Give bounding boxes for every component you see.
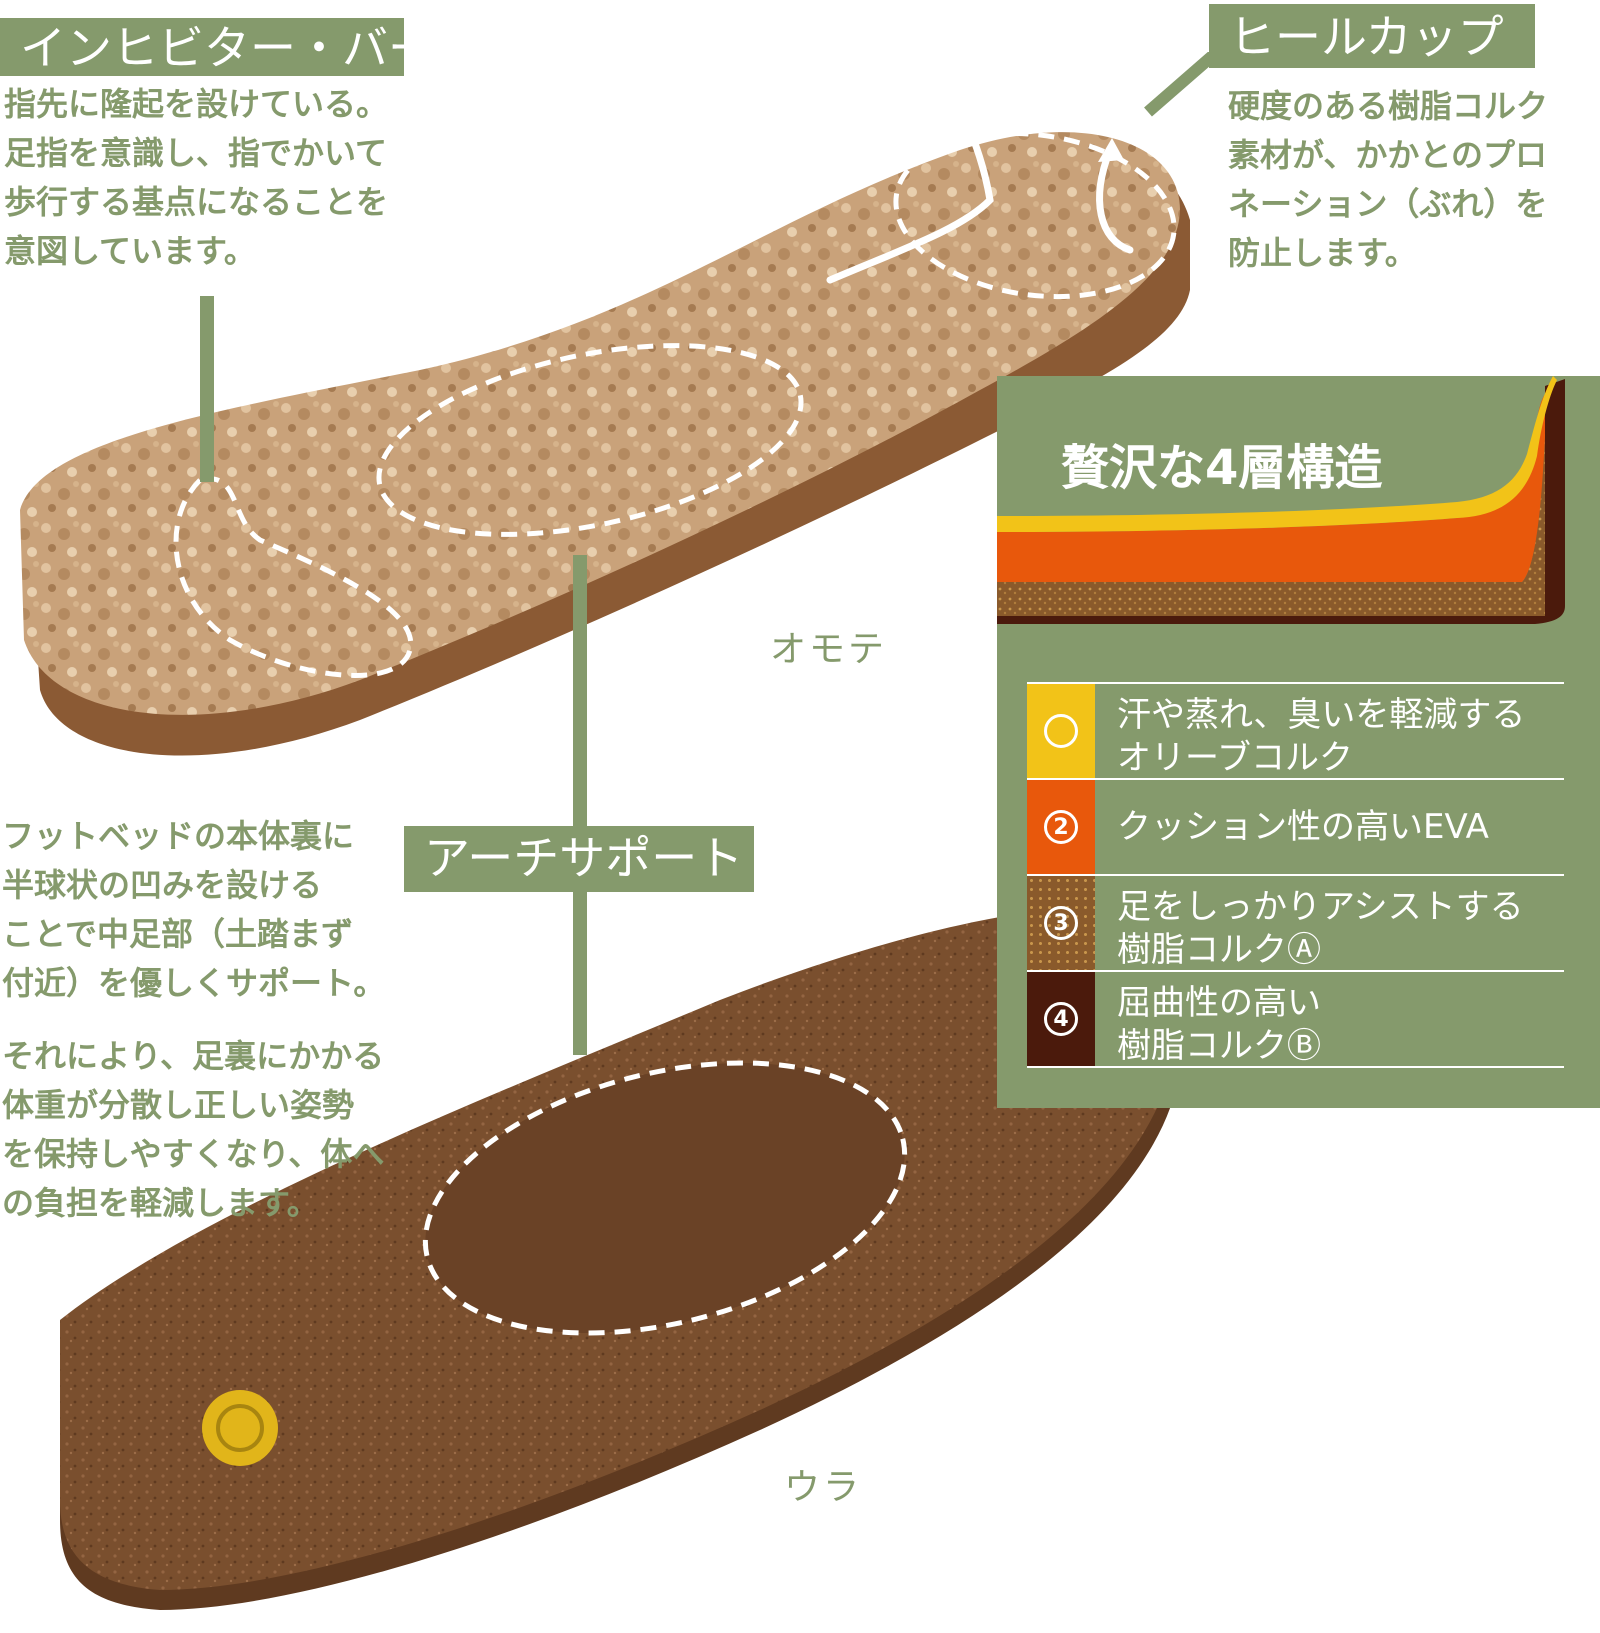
layer-2-swatch: 2: [1027, 780, 1095, 874]
four-layer-cross-section-diagram: [997, 376, 1565, 624]
cork-insole-bottom: [60, 908, 1181, 1610]
layer-3-swatch: 3: [1027, 876, 1095, 970]
layer-1-swatch: 1: [1027, 684, 1095, 778]
arch-top-outline: [376, 343, 804, 537]
layer-2-number: 2: [1044, 810, 1078, 844]
layer-item-2: 2 クッション性の高いEVA: [1027, 778, 1564, 874]
layer-1-number: 1: [1044, 714, 1078, 748]
layer-item-3: 3 足をしっかりアシストする 樹脂コルクⒶ: [1027, 874, 1564, 970]
inhibitor-bar-label: インヒビター・バー: [0, 18, 434, 76]
layer-2-text: クッション性の高いEVA: [1117, 807, 1489, 847]
layer-4-text: 屈曲性の高い 樹脂コルクⒷ: [1117, 983, 1321, 1066]
layer-1-text: 汗や蒸れ、臭いを軽減する オリーブコルク: [1117, 695, 1526, 778]
inhibitor-bar-outline: [173, 476, 414, 678]
front-caption: オモテ: [770, 629, 888, 670]
layer-structure-title: 贅沢な4層構造: [1061, 440, 1383, 496]
arch-support-label: アーチサポート: [404, 826, 754, 892]
layer-structure-panel: 贅沢な4層構造 1 汗や蒸れ、臭いを軽減する オリーブコルク 2 クッション性の…: [997, 376, 1600, 1108]
layer-3-number: 3: [1044, 906, 1078, 940]
arch-support-outline: [422, 1060, 908, 1336]
layer-item-1: 1 汗や蒸れ、臭いを軽減する オリーブコルク: [1027, 682, 1564, 778]
yellow-logo-badge-icon: [202, 1390, 278, 1466]
heel-cup-description: 硬度のある樹脂コルク 素材が、かかとのプロ ネーション（ぶれ）を 防止します。: [1228, 87, 1549, 272]
back-caption: ウラ: [784, 1467, 863, 1508]
heel-cup-outline: [893, 130, 1177, 300]
inhibitor-leader-line: [200, 296, 214, 482]
arch-support-description-2: それにより、足裏にかかる 体重が分散し正しい姿勢 を保持しやすくなり、体へ の負…: [2, 1037, 385, 1222]
cork-insole-top: [20, 110, 1190, 756]
heel-cup-label: ヒールカップ: [1209, 4, 1535, 68]
heel-leader-line: [1144, 52, 1215, 117]
layer-item-4: 4 屈曲性の高い 樹脂コルクⒷ: [1027, 970, 1564, 1068]
layer-3-text: 足をしっかりアシストする 樹脂コルクⒶ: [1117, 887, 1524, 970]
layer-4-number: 4: [1044, 1002, 1078, 1036]
layer-4-swatch: 4: [1027, 972, 1095, 1066]
arch-leader-line: [573, 555, 587, 1055]
arch-support-description-1: フットベッドの本体裏に 半球状の凹みを設ける ことで中足部（土踏まず 付近）を優…: [2, 817, 386, 1002]
inhibitor-bar-description: 指先に隆起を設けている。 足指を意識し、指でかいて 歩行する基点になることを 意…: [4, 85, 389, 270]
